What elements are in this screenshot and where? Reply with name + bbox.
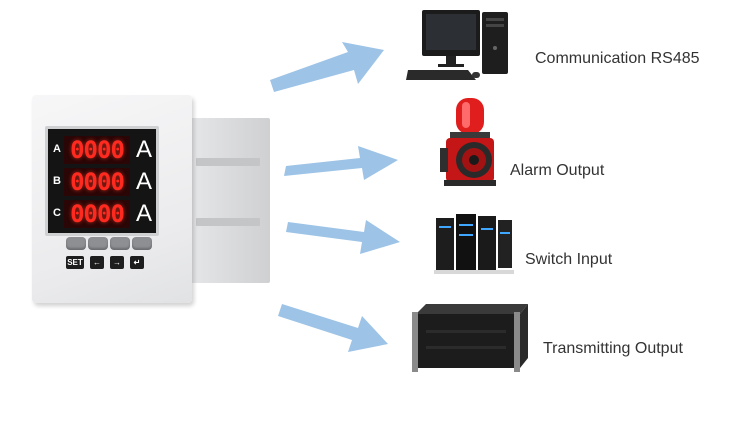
meter-row-c: C 0000 A — [48, 199, 156, 229]
meter-button[interactable] — [132, 237, 152, 250]
label-transmitting: Transmitting Output — [543, 340, 683, 357]
housing-vent — [196, 218, 260, 226]
right-arrow-icon: → — [110, 256, 124, 269]
meter-button[interactable] — [110, 237, 130, 250]
alarm-siren-icon — [440, 98, 496, 186]
meter-display: A 0000 A B 0000 A C 0000 A — [45, 126, 159, 236]
arrow-to-switch-icon — [286, 220, 400, 254]
phase-label: C — [53, 207, 61, 219]
label-alarm: Alarm Output — [510, 162, 605, 179]
set-key-label: SET — [66, 256, 84, 269]
server-rack-icon — [434, 214, 514, 274]
unit-label: A — [135, 168, 152, 195]
meter-row-a: A 0000 A — [48, 135, 156, 165]
meter-row-b: B 0000 A — [48, 167, 156, 197]
unit-label: A — [135, 200, 152, 227]
meter-button[interactable] — [66, 237, 86, 250]
enter-key-icon: ↵ — [130, 256, 144, 269]
arrow-to-communication-icon — [270, 42, 384, 92]
meter-housing — [178, 118, 270, 283]
phase-label: A — [53, 143, 61, 155]
rackmount-chassis-icon — [412, 304, 528, 372]
arrow-to-transmitting-icon — [278, 304, 388, 352]
left-arrow-icon: ← — [90, 256, 104, 269]
computer-icon — [406, 10, 508, 80]
reading-digits: 0000 — [64, 136, 130, 164]
unit-label: A — [135, 136, 152, 163]
label-communication: Communication RS485 — [535, 50, 700, 67]
meter-button[interactable] — [88, 237, 108, 250]
label-switch: Switch Input — [525, 251, 613, 268]
reading-digits: 0000 — [64, 200, 130, 228]
phase-label: B — [53, 175, 61, 187]
reading-digits: 0000 — [64, 168, 130, 196]
housing-vent — [196, 158, 260, 166]
arrow-to-alarm-icon — [284, 146, 398, 180]
